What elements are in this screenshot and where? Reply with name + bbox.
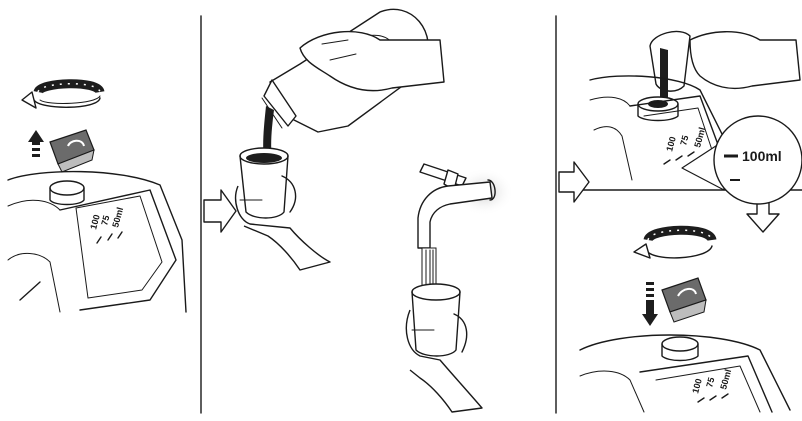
flow-arrow-2 xyxy=(559,162,589,202)
tank-body-3 xyxy=(580,335,790,412)
measuring-cup-icon xyxy=(240,148,288,218)
magnified-label-100ml: 100ml xyxy=(742,148,782,164)
measuring-cup-water-icon xyxy=(412,284,460,356)
scale-markings: 100 75 50ml xyxy=(88,206,125,243)
panel-fill-tank: 100 75 50ml 100ml xyxy=(590,31,802,204)
panel-close-cap: 100 75 50ml xyxy=(580,230,790,412)
panel-measure xyxy=(236,9,514,412)
scale-label-50ml: 50ml xyxy=(110,206,125,228)
cap-icon xyxy=(50,130,94,172)
hand-holding-cup-2 xyxy=(406,310,482,412)
panel-remove-cap: 100 75 50ml xyxy=(8,84,186,312)
water-tap-icon xyxy=(418,164,514,248)
scale-label-75-c: 75 xyxy=(704,376,716,388)
scale-label-50ml-b: 50ml xyxy=(692,126,707,148)
lift-up-arrow-icon xyxy=(28,130,44,157)
hand-holding-cup xyxy=(236,176,330,270)
scale-label-50ml-c: 50ml xyxy=(718,368,733,390)
rotate-arrow-icon-2 xyxy=(634,230,712,258)
scale-label-75-b: 75 xyxy=(678,134,690,146)
rotate-arrow-icon xyxy=(22,84,100,108)
scale-label-100-b: 100 xyxy=(664,135,678,152)
flow-arrow-1 xyxy=(204,190,236,232)
press-down-arrow-icon xyxy=(642,282,658,326)
cup-pouring-icon xyxy=(650,31,800,104)
scale-label-100-c: 100 xyxy=(690,377,704,394)
cap-icon-2 xyxy=(662,278,706,322)
